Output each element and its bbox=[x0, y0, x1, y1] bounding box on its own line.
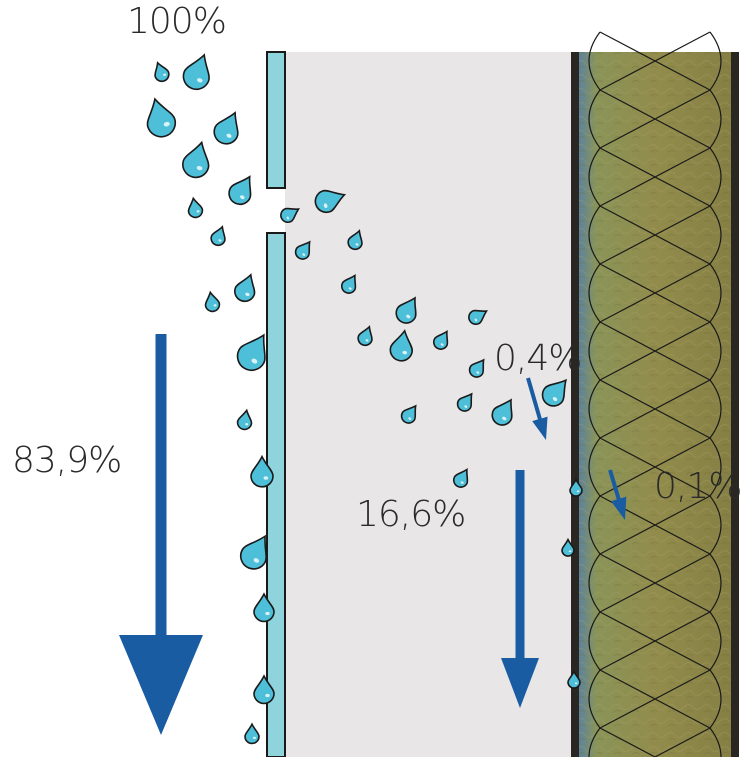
insulation-passage-arrow bbox=[608, 469, 627, 520]
water-drop-icon bbox=[357, 325, 373, 347]
air-cavity bbox=[285, 52, 575, 757]
cladding-panel-lower bbox=[266, 232, 286, 758]
wall-edge bbox=[731, 52, 739, 757]
insulation-passage-label: 0,1% bbox=[654, 466, 742, 507]
water-drop-icon bbox=[468, 358, 485, 378]
water-drop-icon bbox=[453, 467, 469, 488]
water-drop-icon bbox=[253, 592, 275, 623]
water-drop-icon bbox=[389, 329, 414, 362]
water-drop-icon bbox=[234, 273, 256, 303]
cavity-runoff-label: 16,6% bbox=[356, 494, 466, 535]
water-drop-icon bbox=[213, 111, 239, 145]
water-drop-icon bbox=[541, 378, 568, 407]
cladding-runoff-arrow bbox=[119, 334, 203, 735]
water-drop-icon bbox=[491, 398, 513, 426]
water-drop-icon bbox=[294, 240, 311, 260]
water-drop-icon bbox=[314, 189, 347, 214]
water-drop-icon bbox=[250, 454, 274, 488]
cladding-runoff-label: 83,9% bbox=[12, 440, 122, 481]
cladding-panel-upper bbox=[266, 51, 286, 189]
water-drop-icon bbox=[239, 534, 267, 570]
water-drop-icon bbox=[567, 669, 581, 689]
water-drop-icon bbox=[468, 309, 489, 325]
water-drop-icon bbox=[244, 722, 260, 745]
water-drop-icon bbox=[253, 674, 275, 705]
water-drop-icon bbox=[154, 61, 170, 83]
incoming-percentage-label: 100% bbox=[127, 1, 227, 42]
water-drop-icon bbox=[182, 140, 210, 179]
water-drop-icon bbox=[456, 392, 473, 412]
water-drop-icon bbox=[347, 229, 363, 251]
insulation-fiber-lines bbox=[588, 31, 722, 761]
water-drop-icon bbox=[228, 175, 252, 206]
water-drop-icon bbox=[236, 408, 253, 431]
insulation-layer bbox=[578, 31, 733, 761]
wind-barrier-membrane bbox=[571, 52, 579, 757]
cavity-runoff-arrow bbox=[501, 470, 539, 708]
membrane-passage-arrow bbox=[526, 377, 548, 440]
water-drop-icon bbox=[146, 97, 177, 138]
water-drop-icon bbox=[341, 273, 357, 294]
water-drop-icon bbox=[236, 333, 266, 372]
membrane-passage-label: 0,4% bbox=[494, 338, 582, 379]
water-drop-icon bbox=[569, 477, 583, 497]
water-drop-icon bbox=[400, 404, 417, 424]
water-drop-icon bbox=[433, 329, 449, 350]
water-drop-icon bbox=[204, 290, 221, 313]
water-drop-icon bbox=[395, 296, 417, 324]
water-drop-icon bbox=[280, 207, 301, 223]
water-drop-icon bbox=[210, 225, 226, 247]
water-drop-icon bbox=[561, 537, 575, 557]
water-drop-icon bbox=[187, 196, 204, 219]
water-drop-icon bbox=[182, 53, 210, 91]
